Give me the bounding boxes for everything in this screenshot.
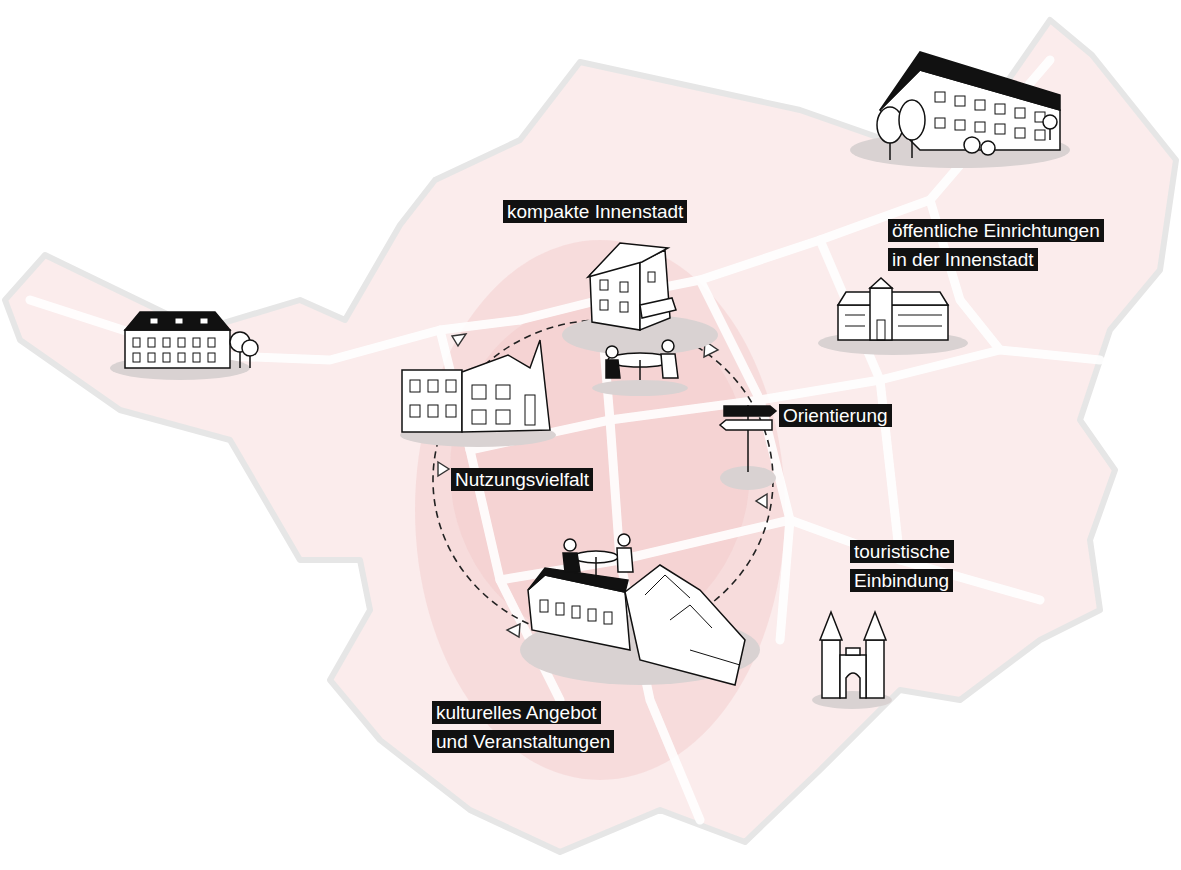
label-box: Orientierung	[779, 401, 896, 430]
label-box: kulturelles Angebot und Veranstaltungen	[432, 698, 615, 756]
label-text: kulturelles Angebot und Veranstaltungen	[432, 701, 614, 753]
label-text: öffentliche Einrichtungen in der Innenst…	[888, 219, 1104, 271]
label-box: touristische Einbindung	[850, 537, 891, 595]
city-gate	[812, 612, 892, 709]
public-building	[818, 278, 968, 355]
label-text: kompakte Innenstadt	[503, 200, 687, 223]
mixed-use-buildings	[400, 340, 556, 447]
corner-house	[562, 243, 718, 396]
label-box: kompakte Innenstadt	[503, 197, 692, 226]
signpost	[720, 405, 776, 490]
label-text: Nutzungsvielfalt	[451, 468, 593, 491]
label-box: Nutzungsvielfalt	[451, 465, 598, 494]
city-outline	[5, 20, 1176, 852]
streets	[30, 60, 1100, 820]
label-box: öffentliche Einrichtungen in der Innenst…	[888, 216, 1101, 274]
cultural-center	[520, 534, 760, 685]
left-building	[110, 312, 258, 380]
housing-block	[850, 52, 1070, 168]
core-area	[415, 240, 785, 780]
label-text: Orientierung	[779, 404, 892, 427]
